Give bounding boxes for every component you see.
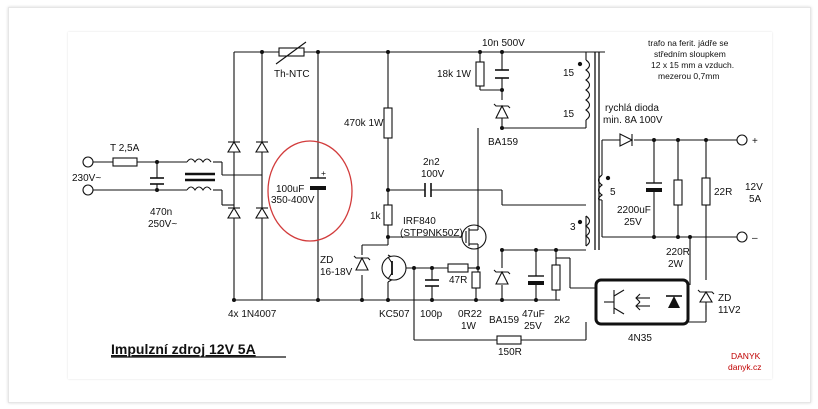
wiring bbox=[92, 51, 738, 341]
transformer-core bbox=[594, 52, 600, 250]
label-bridge: 4x 1N4007 bbox=[228, 309, 277, 320]
label-out-cap-1: 2200uF bbox=[617, 205, 651, 216]
label-r2k2: 2k2 bbox=[554, 315, 571, 326]
label-cap-x-2: 250V~ bbox=[148, 219, 177, 230]
common-mode-choke-symbol bbox=[185, 158, 215, 191]
label-plus: + bbox=[752, 136, 758, 147]
junction-dots bbox=[155, 50, 708, 302]
ba159-top-diode-symbol bbox=[493, 103, 511, 119]
label-fuse: T 2,5A bbox=[110, 143, 140, 154]
transformer-aux-winding-symbol bbox=[577, 215, 591, 247]
label-r220-1: 220R bbox=[666, 247, 690, 258]
label-aux-cap-2: 25V bbox=[524, 321, 542, 332]
label-cap-x-1: 470n bbox=[150, 207, 172, 218]
label-turns-3: 3 bbox=[570, 222, 576, 233]
label-mosfet-2: (STP9NK50Z) bbox=[400, 228, 463, 239]
note-transformer-4: mezerou 0,7mm bbox=[658, 71, 719, 81]
transformer-primary-symbol bbox=[577, 59, 591, 121]
label-r47: 47R bbox=[449, 275, 467, 286]
aux-capacitor-symbol bbox=[528, 275, 544, 285]
optocoupler-symbol bbox=[594, 278, 690, 326]
label-r150: 150R bbox=[498, 347, 522, 358]
x-capacitor-symbol bbox=[150, 177, 164, 185]
note-transformer-3: 12 x 15 mm a vzduch. bbox=[651, 60, 734, 70]
output-diode-symbol bbox=[619, 133, 634, 147]
startup-resistor-symbol bbox=[383, 107, 393, 139]
mosfet-symbol bbox=[461, 224, 487, 250]
snubber-capacitor-symbol bbox=[495, 69, 509, 79]
output-zener-symbol bbox=[697, 289, 715, 303]
label-out-cap-2: 25V bbox=[624, 217, 642, 228]
label-cap-100p: 100p bbox=[420, 309, 443, 320]
label-ba159-bottom: BA159 bbox=[489, 315, 519, 326]
label-sense-res-1: 0R22 bbox=[458, 309, 482, 320]
snubber-resistor-symbol bbox=[475, 61, 485, 87]
label-r22: 22R bbox=[714, 187, 732, 198]
label-optocoupler: 4N35 bbox=[628, 333, 652, 344]
label-transistor: KC507 bbox=[379, 309, 410, 320]
author-name: DANYK bbox=[731, 351, 761, 361]
gate-resistor-symbol bbox=[383, 204, 393, 226]
gate-zener-symbol bbox=[353, 255, 371, 271]
label-turns-15b: 15 bbox=[563, 109, 575, 120]
highlight-circle bbox=[267, 140, 353, 242]
resistor-22-symbol bbox=[701, 177, 711, 206]
mains-terminal-1 bbox=[82, 156, 94, 168]
transistor-symbol bbox=[381, 255, 407, 281]
sense-resistor-symbol bbox=[471, 271, 481, 289]
bridge-diodes bbox=[227, 140, 269, 219]
ntc-thermistor-symbol bbox=[275, 41, 307, 65]
note-diode-1: rychlá dioda bbox=[605, 103, 659, 114]
label-mains: 230V~ bbox=[72, 173, 101, 184]
ba159-bottom-diode-symbol bbox=[493, 269, 511, 285]
label-snubber-cap: 10n 500V bbox=[482, 38, 525, 49]
label-turns-5: 5 bbox=[610, 187, 616, 198]
label-output-2: 5A bbox=[749, 194, 762, 205]
label-snubber-res: 18k 1W bbox=[437, 69, 471, 80]
bulk-capacitor-symbol: + bbox=[310, 168, 326, 190]
label-zener-out-2: 11V2 bbox=[718, 305, 741, 316]
resistor-2k2-symbol bbox=[551, 264, 561, 291]
label-bulk-cap-2: 350-400V bbox=[271, 195, 315, 206]
label-sense-res-2: 1W bbox=[461, 321, 477, 332]
svg-text:+: + bbox=[321, 168, 326, 178]
fuse-symbol bbox=[112, 157, 138, 167]
label-bulk-cap-1: 100uF bbox=[276, 184, 304, 195]
resistor-150-symbol bbox=[496, 335, 522, 345]
transformer-secondary-symbol bbox=[597, 174, 611, 201]
label-feedback-cap-1: 2n2 bbox=[423, 157, 440, 168]
label-feedback-cap-2: 100V bbox=[421, 169, 445, 180]
label-minus: – bbox=[752, 233, 758, 244]
label-r220-2: 2W bbox=[668, 259, 684, 270]
note-transformer-1: trafo na ferit. jádře se bbox=[648, 38, 729, 48]
label-gate-res: 1k bbox=[370, 211, 382, 222]
label-zener-gate-2: 16-18V bbox=[320, 267, 353, 278]
label-aux-cap-1: 47uF bbox=[522, 309, 545, 320]
output-terminal-minus bbox=[736, 231, 748, 243]
page-title: Impulzní zdroj 12V 5A bbox=[111, 341, 256, 357]
label-startup-res: 470k 1W bbox=[344, 118, 384, 129]
note-transformer-2: středním sloupkem bbox=[654, 49, 726, 59]
label-ntc: Th-NTC bbox=[274, 69, 310, 80]
label-ba159-top: BA159 bbox=[488, 137, 518, 148]
feedback-capacitor-symbol bbox=[424, 183, 432, 197]
resistor-47-symbol bbox=[447, 263, 469, 273]
output-terminal-plus bbox=[736, 134, 748, 146]
note-diode-2: min. 8A 100V bbox=[603, 115, 663, 126]
capacitor-100p-symbol bbox=[425, 279, 439, 287]
label-zener-gate-1: ZD bbox=[320, 255, 333, 266]
label-output-1: 12V bbox=[745, 182, 763, 193]
label-zener-out-1: ZD bbox=[718, 293, 731, 304]
load-resistor-220-symbol bbox=[673, 179, 683, 206]
author-website: danyk.cz bbox=[728, 362, 762, 372]
output-capacitor-symbol bbox=[646, 182, 662, 192]
label-mosfet-1: IRF840 bbox=[403, 216, 436, 227]
mains-terminal-2 bbox=[82, 184, 94, 196]
label-turns-15a: 15 bbox=[563, 68, 575, 79]
